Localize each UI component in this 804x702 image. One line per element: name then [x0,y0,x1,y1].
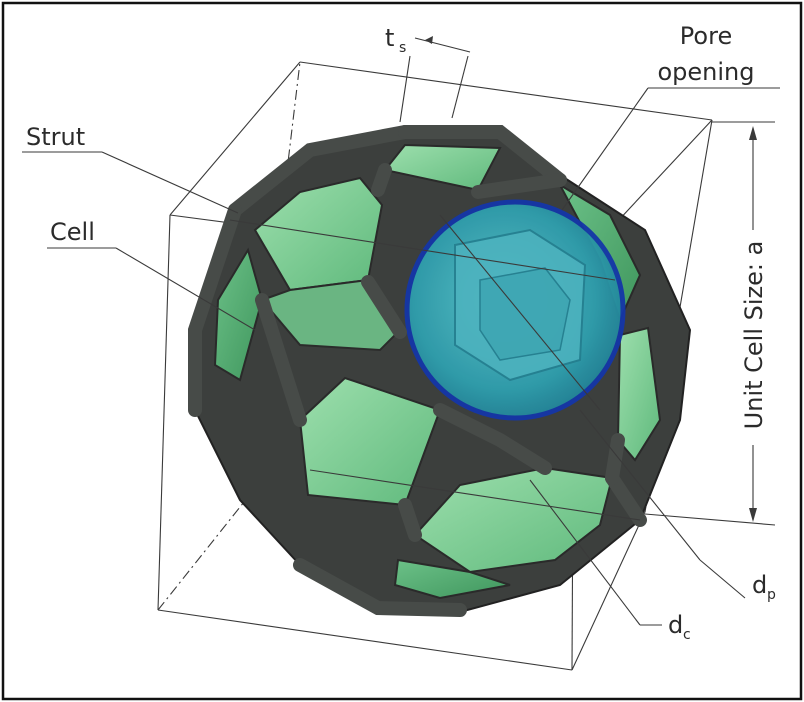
label-strut-thickness: t s [385,24,471,123]
svg-text:p: p [767,587,776,603]
cell-face-right [616,326,662,462]
cell-face-bottom [393,558,511,600]
label-strut: Strut [22,123,239,214]
label-pore-diameter: d p [579,409,776,603]
pore-sphere-inner-core [479,267,571,361]
svg-text:s: s [399,40,406,56]
label-cell-diameter: d c [529,479,691,643]
internal-lines [229,214,641,521]
cell-face-left [213,247,264,382]
svg-text:d: d [752,571,767,599]
cell-face-lower-right [413,466,614,574]
svg-text:Cell: Cell [50,218,95,246]
svg-text:d: d [668,611,683,639]
label-cell: Cell [47,218,256,331]
svg-text:opening: opening [657,58,754,86]
cell-face-top [383,143,502,192]
svg-text:Unit Cell Size: a: Unit Cell Size: a [740,241,768,430]
struts [188,125,647,617]
label-pore-opening: Pore opening [561,22,780,211]
svg-text:Pore: Pore [680,22,732,50]
svg-text:c: c [683,627,691,643]
cell-structure [188,125,692,617]
svg-text:Strut: Strut [26,123,85,151]
svg-text:t: t [385,24,394,52]
label-unit-cell-size: Unit Cell Size: a [644,121,776,526]
